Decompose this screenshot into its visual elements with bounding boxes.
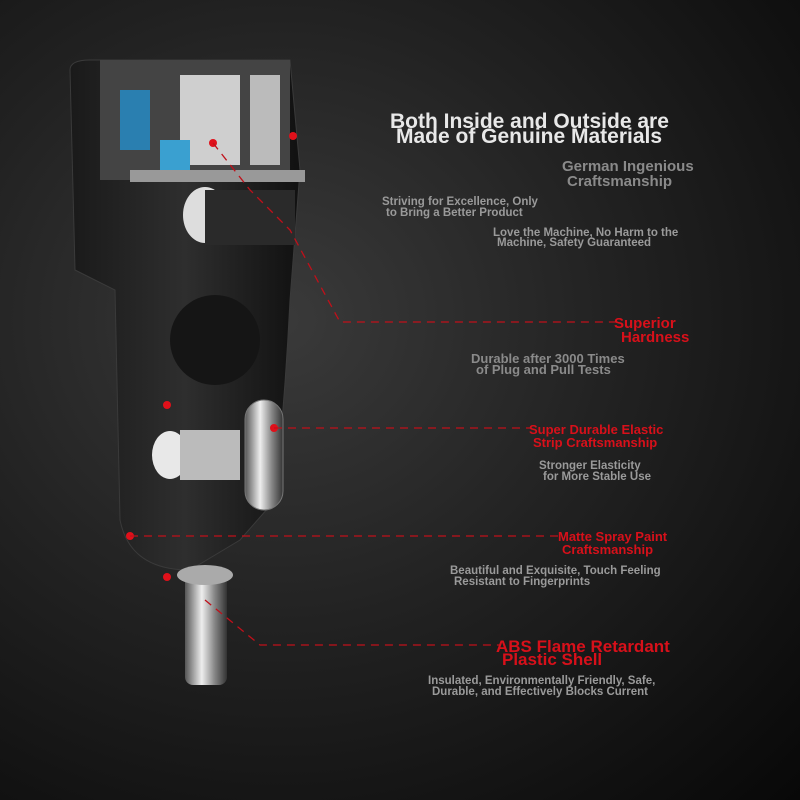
callout-line-hardness [212,142,620,323]
blue-component [160,140,190,170]
capacitor-body [205,190,295,245]
headline-line-1: Both Inside and Outside are [390,110,669,133]
spring-clip [244,399,284,511]
feature-title: Superior [614,315,676,332]
feature-desc: Striving for Excellence, Only [382,196,538,208]
feature-title: Hardness [621,329,690,346]
tip-contact-collar [177,565,233,585]
feature-title: ABS Flame Retardant [496,637,670,656]
usb-connector-housing [250,75,280,165]
lower-capacitor [152,431,188,479]
feature-desc: Stronger Elasticity [539,460,641,472]
feature-title: Strip Craftsmanship [533,435,658,450]
feature-desc: of Plug and Pull Tests [476,362,611,377]
circuit-board [130,170,305,182]
headline-line-2: Made of Genuine Materials [396,125,663,148]
feature-title: Plastic Shell [502,650,603,669]
blue-component [120,90,150,150]
feature-desc: Durable after 3000 Times [471,351,625,366]
tip-contact [185,575,227,685]
lower-component [180,430,240,480]
feature-desc: Durable, and Effectively Blocks Current [432,686,649,698]
feature-title: Craftsmanship [562,542,654,557]
callout-marker-dot [163,573,171,581]
feature-desc: Beautiful and Exquisite, Touch Feeling [450,565,661,577]
callout-marker-dot [163,401,171,409]
feature-desc: Resistant to Fingerprints [454,576,591,588]
feature-desc: Love the Machine, No Harm to the [493,227,679,239]
callout-line-abs-shell [204,599,500,646]
callout-marker-dot [289,132,297,140]
feature-desc: Machine, Safety Guaranteed [497,237,652,249]
feature-desc: Insulated, Environmentally Friendly, Saf… [428,675,656,687]
inductor [170,295,260,385]
feature-title: Matte Spray Paint [558,529,668,544]
feature-desc: to Bring a Better Product [386,207,523,219]
feature-title: Super Durable Elastic [529,422,664,437]
feature-title: Craftsmanship [567,173,673,190]
callout-lines [130,142,620,646]
feature-desc: for More Stable Use [543,471,651,483]
feature-title: German Ingenious [562,158,694,175]
